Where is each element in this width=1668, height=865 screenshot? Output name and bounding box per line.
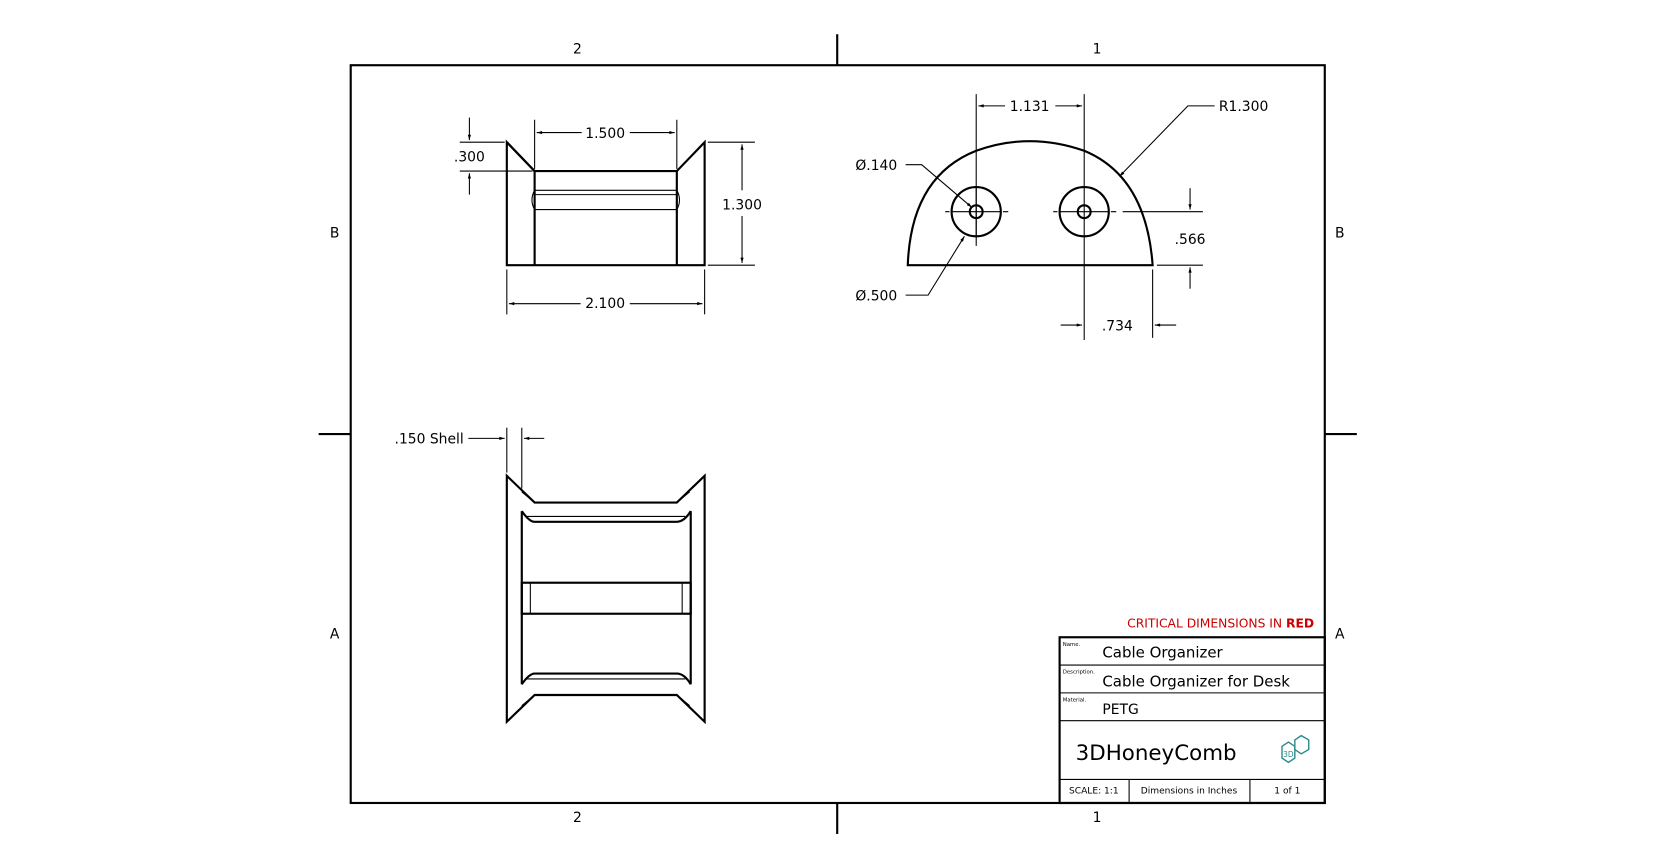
dim-radius: R1.300 bbox=[1219, 99, 1268, 115]
critical-dimensions-note: CRITICAL DIMENSIONS IN RED bbox=[1127, 617, 1314, 631]
dim-small-hole: Ø.140 bbox=[855, 158, 897, 174]
description-label: Description. bbox=[1063, 670, 1095, 676]
sheet-number: 1 of 1 bbox=[1274, 786, 1300, 796]
material-label: Material. bbox=[1063, 697, 1087, 703]
dim-height-top: .566 bbox=[1175, 232, 1206, 248]
section-view: .150 Shell bbox=[395, 427, 706, 725]
svg-text:3D: 3D bbox=[1283, 750, 1294, 759]
title-block: Name. Cable Organizer Description. Cable… bbox=[1058, 636, 1326, 805]
dim-shell: .150 Shell bbox=[395, 432, 464, 448]
dim-rim: .300 bbox=[454, 149, 485, 165]
zone-label: B bbox=[1335, 225, 1345, 241]
units: Dimensions in Inches bbox=[1141, 786, 1238, 796]
zone-label: B bbox=[330, 225, 340, 241]
dim-bottom-width: 2.100 bbox=[585, 296, 625, 312]
part-description: Cable Organizer for Desk bbox=[1102, 672, 1290, 690]
material: PETG bbox=[1102, 702, 1138, 718]
zone-label: A bbox=[1335, 626, 1345, 642]
zone-label: 2 bbox=[573, 41, 582, 57]
honeycomb-logo: 3D bbox=[1281, 734, 1310, 764]
zone-label: 1 bbox=[1093, 810, 1102, 826]
company-name: 3DHoneyComb bbox=[1076, 741, 1237, 766]
name-label: Name. bbox=[1063, 642, 1081, 648]
dim-height: 1.300 bbox=[722, 198, 762, 214]
dim-top-width: 1.500 bbox=[585, 126, 625, 142]
dim-hole-spacing: 1.131 bbox=[1010, 99, 1050, 115]
top-view: 1.131 R1.300 Ø.140 Ø.500 .566 .734 bbox=[855, 94, 1268, 341]
zone-label: A bbox=[330, 626, 340, 642]
zone-label: 1 bbox=[1093, 41, 1102, 57]
zone-label: 2 bbox=[573, 810, 582, 826]
dim-large-hole: Ø.500 bbox=[855, 288, 897, 304]
scale: SCALE: 1:1 bbox=[1069, 786, 1119, 796]
front-view: 1.500 .300 1.300 2.100 bbox=[454, 117, 762, 315]
part-name: Cable Organizer bbox=[1102, 644, 1223, 662]
dim-offset: .734 bbox=[1102, 318, 1133, 334]
